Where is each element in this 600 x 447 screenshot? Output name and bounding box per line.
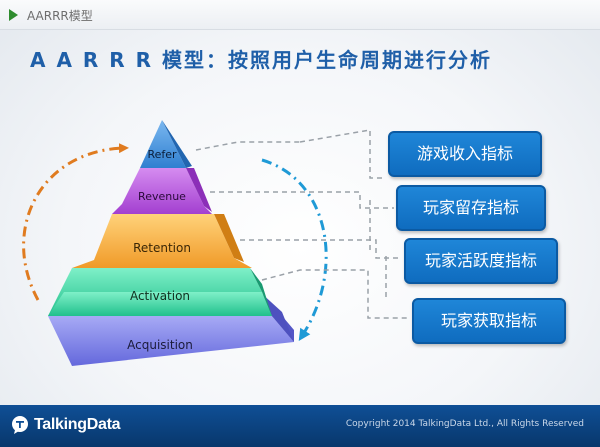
pyramid-label-acquisition: Acquisition (127, 338, 193, 352)
copyright-text: Copyright 2014 TalkingData Ltd., All Rig… (345, 419, 584, 429)
pyramid-layer-retention: Retention (72, 214, 252, 268)
indicator-box-retention: 玩家留存指标 (396, 185, 546, 231)
pyramid-layer-activation: Activation (48, 268, 272, 316)
pyramid-label-revenue: Revenue (138, 190, 186, 203)
indicator-box-acquisition: 玩家获取指标 (412, 298, 566, 344)
orange-cycle-arrow (22, 143, 129, 301)
blue-cycle-arrow (261, 158, 328, 342)
play-arrow-icon (9, 9, 18, 21)
slide-title: A A R R R 模型：按照用户生命周期进行分析 (30, 48, 492, 72)
indicator-label-revenue: 游戏收入指标 (416, 144, 513, 163)
indicator-box-revenue: 游戏收入指标 (388, 131, 542, 177)
footer-bar: TalkingData Copyright 2014 TalkingData L… (0, 405, 600, 447)
header-title: AARRR模型 (27, 9, 93, 23)
pyramid-layer-refer: Refer (140, 120, 192, 168)
indicator-label-acquisition: 玩家获取指标 (440, 311, 537, 330)
pyramid-label-refer: Refer (147, 148, 177, 161)
indicator-label-retention: 玩家留存指标 (422, 198, 519, 217)
pyramid-label-activation: Activation (130, 289, 190, 303)
connector-lines (195, 129, 408, 319)
logo-text: TalkingData (34, 416, 121, 433)
indicator-box-activity: 玩家活跃度指标 (404, 238, 558, 284)
indicator-label-activity: 玩家活跃度指标 (424, 251, 537, 270)
speech-bubble-icon (12, 416, 28, 434)
header-bar: AARRR模型 (0, 0, 600, 30)
pyramid-label-retention: Retention (133, 241, 191, 255)
pyramid-layer-revenue: Revenue (112, 168, 212, 214)
talkingdata-logo: TalkingData (10, 415, 121, 435)
